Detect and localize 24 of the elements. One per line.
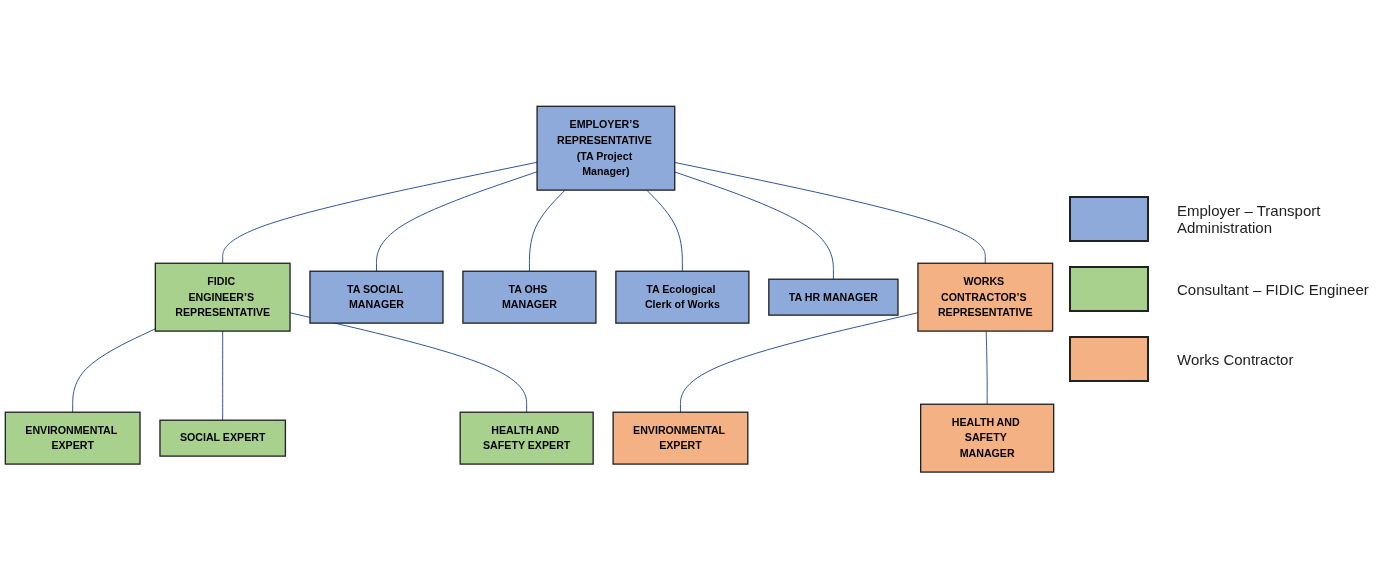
connector	[222, 161, 538, 264]
node-box: TA SOCIAL MANAGER	[309, 270, 444, 324]
node-box: FIDIC ENGINEER’S REPRESENTATIVE	[154, 262, 291, 332]
node-box: TA Ecological Clerk of Works	[615, 270, 750, 324]
connector	[222, 330, 224, 421]
connector	[646, 189, 683, 272]
node-box: HEALTH AND SAFETY EXPERT	[459, 411, 594, 465]
node-box: ENVIRONMENTAL EXPERT	[612, 411, 749, 465]
node-box: TA HR MANAGER	[768, 278, 899, 316]
node-box: WORKS CONTRACTOR’S REPRESENTATIVE	[917, 262, 1054, 332]
connector	[72, 328, 156, 413]
connector	[985, 330, 988, 405]
node-box: ENVIRONMENTAL EXPERT	[4, 411, 141, 465]
legend-label: Consultant – FIDIC Engineer	[1177, 280, 1369, 298]
node-box: TA OHS MANAGER	[462, 270, 597, 324]
legend-label: Works Contractor	[1177, 350, 1294, 368]
connector	[375, 171, 538, 272]
connector	[674, 161, 986, 264]
node-box: HEALTH AND SAFETY MANAGER	[920, 403, 1055, 473]
node-box: SOCIAL EXPERT	[159, 419, 287, 457]
legend-label: Employer – Transport Administration	[1177, 202, 1322, 236]
node-box: EMPLOYER’S REPRESENTATIVE (TA Project Manager)	[536, 105, 676, 191]
connector	[674, 171, 834, 280]
connector	[528, 189, 566, 272]
